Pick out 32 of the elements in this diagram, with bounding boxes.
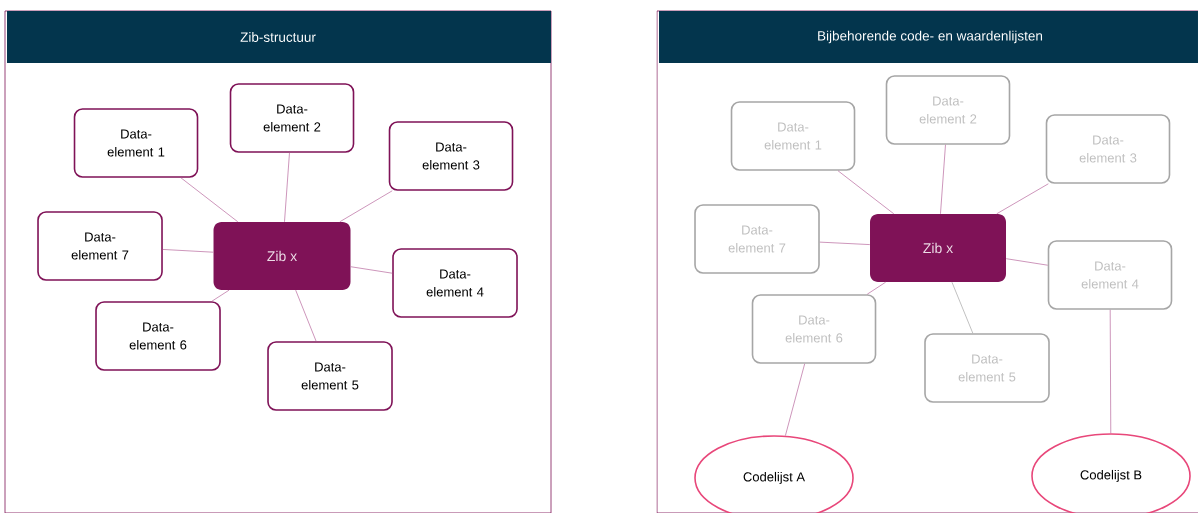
data-element-box: Data- element 7 [694, 204, 820, 274]
connector-line [180, 177, 239, 223]
connector-line [866, 281, 886, 295]
data-element-box: Data- element 2 [885, 75, 1011, 145]
data-element-box: Data- element 7 [37, 211, 163, 281]
data-element-box: Data- element 3 [388, 121, 514, 191]
connector-line [940, 144, 946, 215]
data-element-box: Data- element 4 [1047, 240, 1173, 310]
connector-line [211, 289, 230, 302]
data-element-box: Data- element 1 [73, 108, 199, 178]
data-element-box: Data- element 1 [730, 101, 856, 171]
zib-box: Zib x [870, 214, 1006, 282]
connector-line [1005, 258, 1049, 266]
connector-line [350, 266, 393, 274]
data-element-box: Data- element 6 [95, 301, 221, 371]
connector-line [1109, 309, 1112, 434]
connector-line [837, 170, 895, 215]
connector-line [162, 249, 214, 253]
zib-box: Zib x [213, 222, 351, 290]
connector-line [819, 241, 871, 245]
connector-line [785, 363, 806, 436]
data-element-box: Data- element 2 [229, 83, 355, 153]
data-element-box: Data- element 4 [392, 248, 518, 318]
connector-line [284, 152, 290, 223]
data-element-box: Data- element 5 [924, 333, 1050, 403]
data-element-box: Data- element 3 [1045, 114, 1171, 184]
connector-line [951, 281, 974, 334]
data-element-box: Data- element 5 [267, 341, 393, 411]
connector-line [295, 289, 317, 342]
data-element-box: Data- element 6 [751, 294, 877, 364]
connector-line [996, 183, 1049, 215]
connector-line [339, 190, 393, 223]
